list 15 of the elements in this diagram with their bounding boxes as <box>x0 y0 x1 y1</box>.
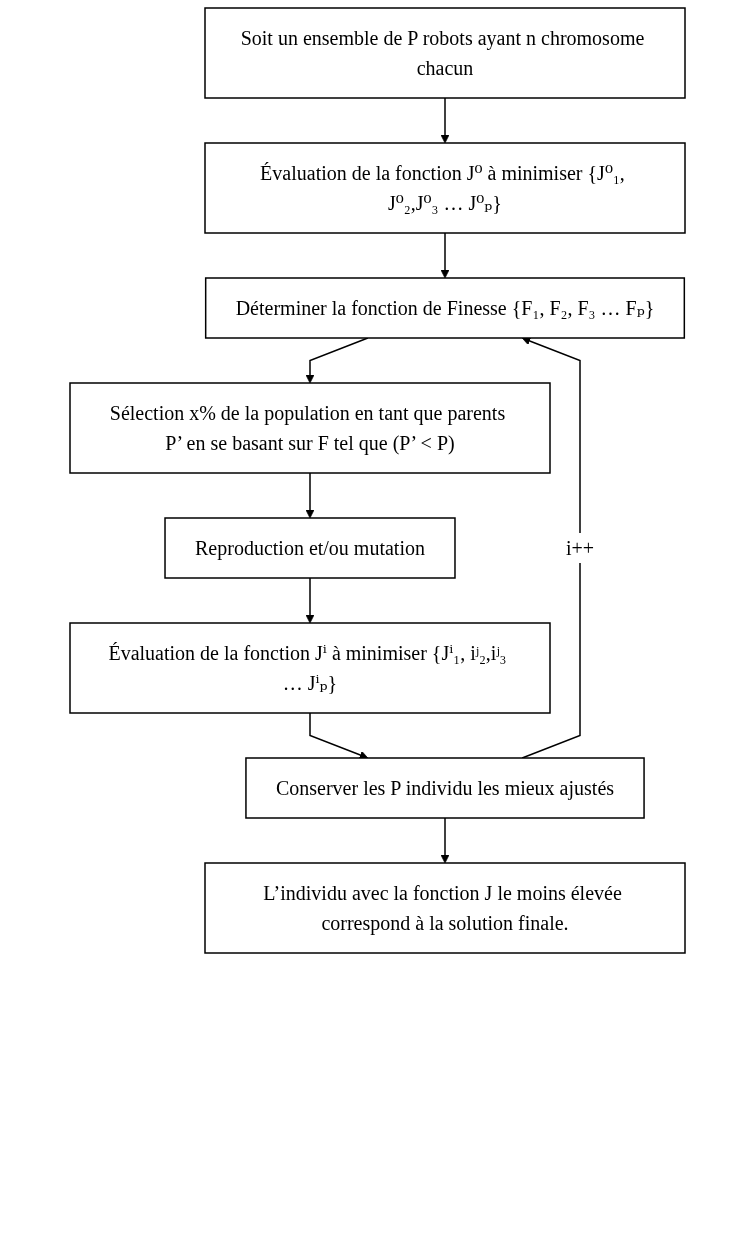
node-box: Conserver les P individu les mieux ajustés <box>244 757 645 819</box>
arrow <box>305 472 314 519</box>
arrow <box>440 97 449 144</box>
node-box: Déterminer la fonction de Finesse {F₁, F₂, F₃ … Fₚ} <box>204 277 685 339</box>
arrow <box>308 712 368 760</box>
edge-label: i++ <box>565 537 594 559</box>
arrow <box>305 577 314 624</box>
node-box: Évaluation de la fonction J⁰ à minimiser {J⁰₁, J⁰₂,J⁰₃ … J⁰ₚ} <box>203 142 686 234</box>
arrow <box>440 232 449 279</box>
node-box: Reproduction et/ou mutation <box>163 517 456 579</box>
node-box: L’individu avec la fonction J le moins élevée correspond à la solution finale. <box>203 862 686 954</box>
node-box: Évaluation de la fonction Jⁱ à minimiser {Jⁱ₁, iʲ₂,iʲ₃ … Jⁱₚ} <box>68 622 551 714</box>
arrow <box>440 817 449 864</box>
node-box: Soit un ensemble de P robots ayant n chromosome chacun <box>203 7 686 99</box>
node-box: Sélection x% de la population en tant que parents P’ en se basant sur F tel que (P’ < P) <box>68 382 551 474</box>
